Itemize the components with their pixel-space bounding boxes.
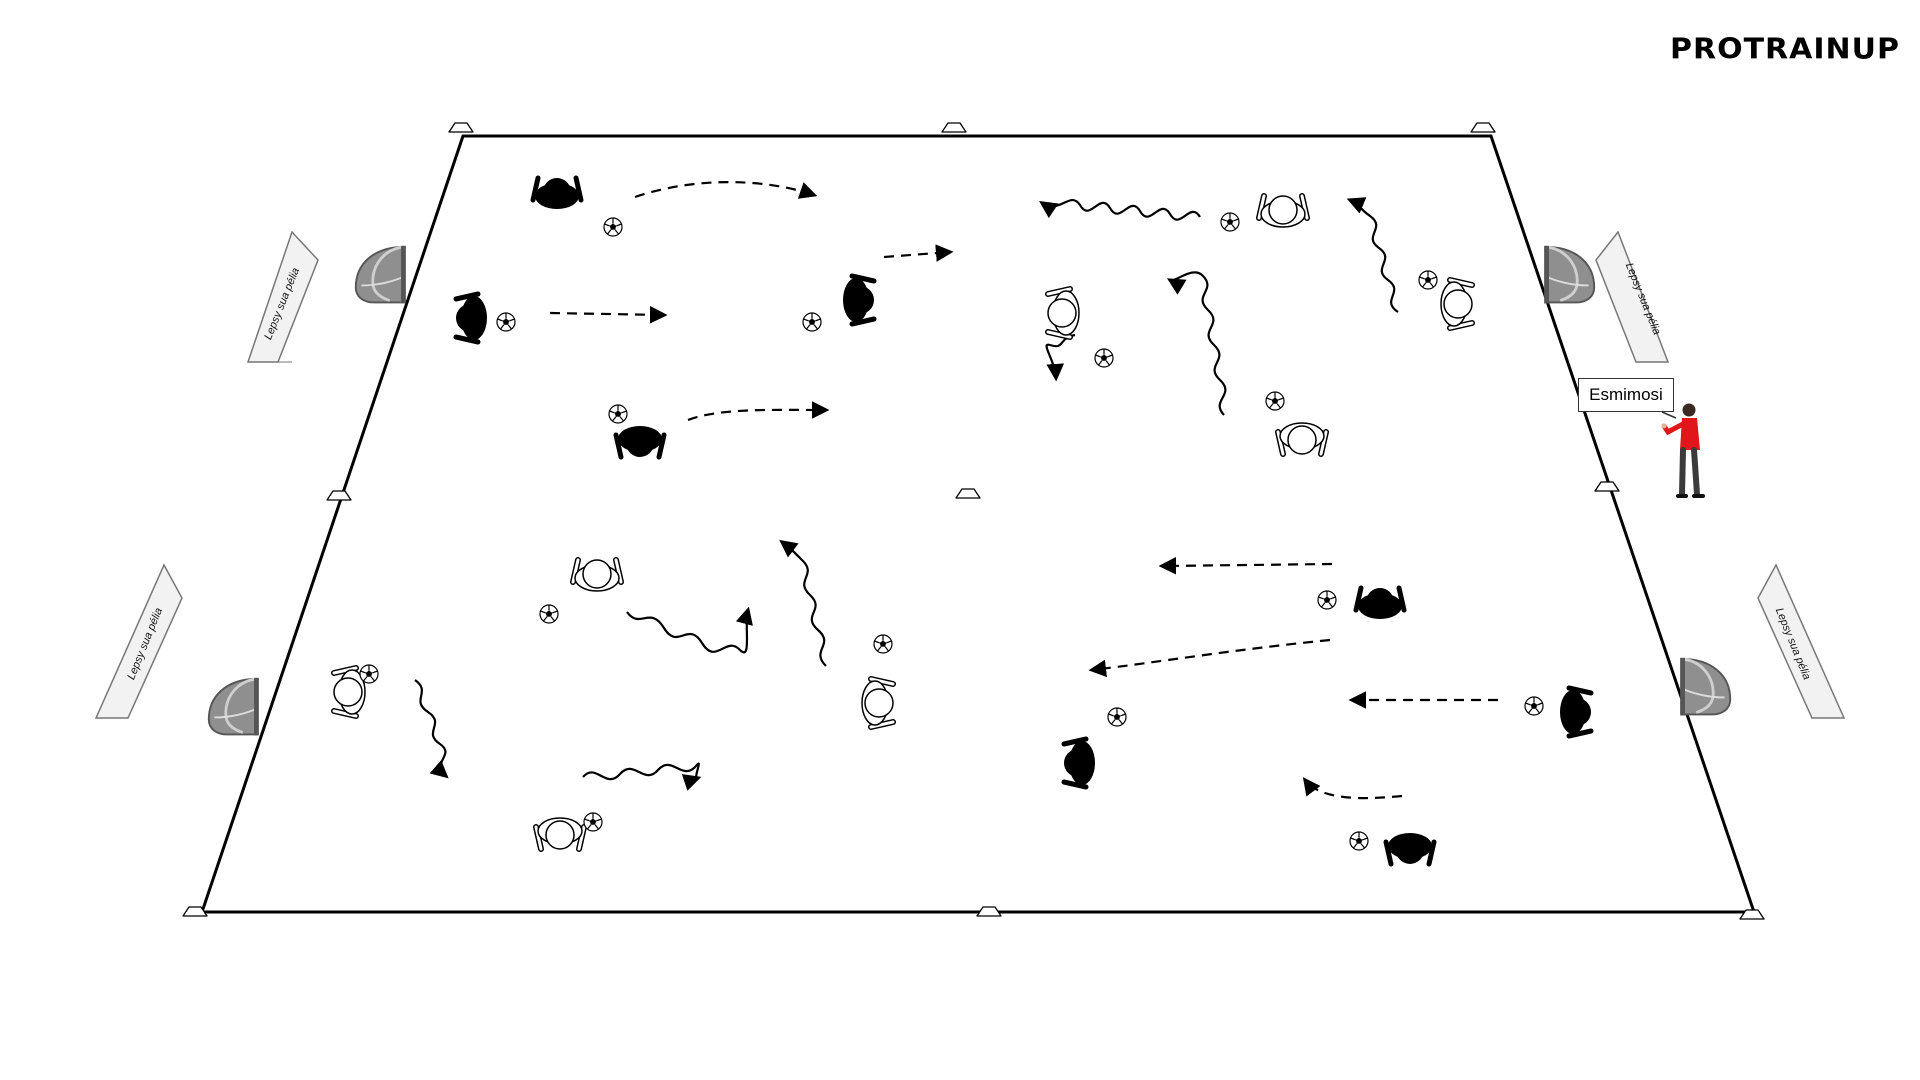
dribble-arrow bbox=[626, 606, 753, 654]
pass-arrow bbox=[549, 305, 668, 324]
ball-icon bbox=[1107, 707, 1127, 727]
pass-arrow bbox=[1158, 557, 1333, 575]
ball-icon bbox=[539, 604, 559, 624]
cone-icon bbox=[1470, 122, 1496, 133]
cone-icon bbox=[941, 122, 967, 133]
mini-goal-icon bbox=[1542, 244, 1596, 305]
ball-icon bbox=[1094, 348, 1114, 368]
ball-icon bbox=[1418, 270, 1438, 290]
coach-icon bbox=[1661, 403, 1705, 498]
dribble-arrow bbox=[779, 539, 827, 667]
dribble-arrow bbox=[414, 679, 449, 779]
ball-icon bbox=[1317, 590, 1337, 610]
pass-arrow bbox=[1302, 777, 1403, 800]
pass-arrows bbox=[549, 181, 1498, 800]
ball-icon bbox=[1265, 391, 1285, 411]
ball-icon bbox=[873, 634, 893, 654]
ball-icon bbox=[1220, 212, 1240, 232]
dribble-arrow bbox=[1346, 197, 1399, 313]
pass-arrow bbox=[687, 401, 830, 422]
dribble-arrow bbox=[1039, 198, 1201, 221]
ball-icon bbox=[603, 217, 623, 237]
sign-right-top: Lepsy sua pélia bbox=[1595, 230, 1670, 363]
sign-left-top: Lepsy sua pélia bbox=[246, 230, 319, 363]
coach-label: Esmimosi bbox=[1578, 378, 1674, 412]
mini-goal-icon bbox=[354, 244, 408, 305]
ball-icon bbox=[359, 664, 379, 684]
mini-goal-icon bbox=[207, 676, 261, 737]
dribble-arrows bbox=[414, 197, 1399, 791]
ball-icon bbox=[608, 404, 628, 424]
sign-right-bottom: Lepsy sua pélia bbox=[1757, 563, 1846, 719]
pass-arrow bbox=[634, 181, 818, 199]
pass-arrow bbox=[883, 244, 954, 262]
ball-icon bbox=[1349, 831, 1369, 851]
ball-icon bbox=[496, 312, 516, 332]
brand-logo: PROTRAINUP bbox=[1670, 32, 1900, 67]
mini-goal-icon bbox=[1678, 656, 1732, 717]
dribble-arrow bbox=[1045, 333, 1076, 382]
dribble-arrow bbox=[1166, 271, 1227, 416]
ball-icon bbox=[802, 312, 822, 332]
ball-icon bbox=[583, 812, 603, 832]
dribble-arrow bbox=[582, 762, 702, 791]
pass-arrow bbox=[1088, 638, 1331, 678]
field-boundary bbox=[199, 134, 1757, 914]
sign-left-bottom: Lepsy sua pélia bbox=[94, 563, 183, 719]
ball-icon bbox=[1524, 696, 1544, 716]
cone-icon bbox=[448, 122, 474, 133]
